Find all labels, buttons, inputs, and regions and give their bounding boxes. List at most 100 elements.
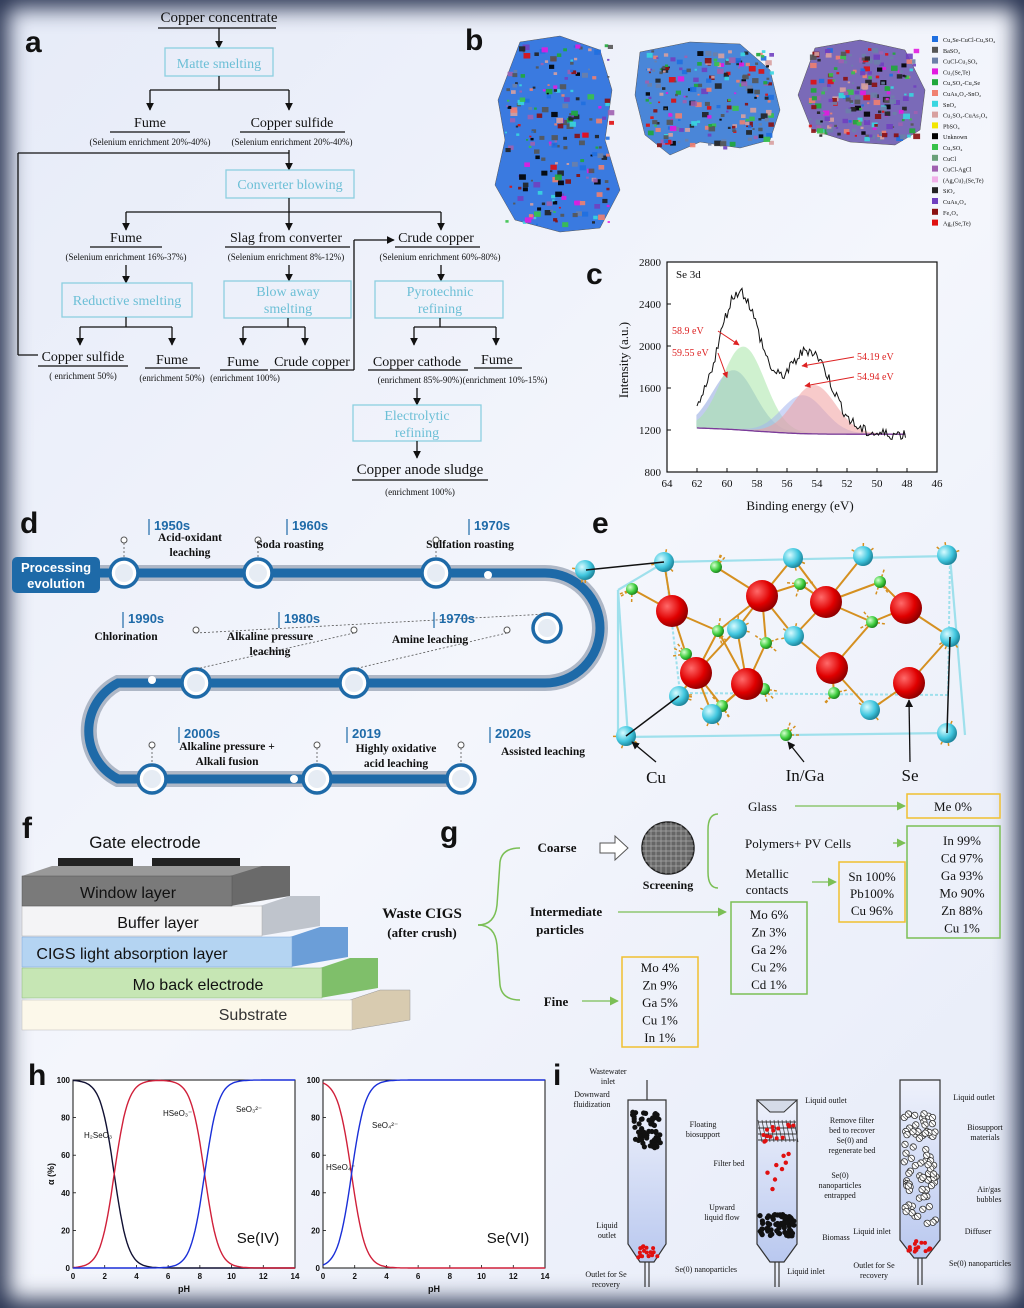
mineral-speckle [913, 133, 921, 140]
mineral-speckle [906, 59, 913, 64]
timeline-year: 1970s [474, 518, 510, 533]
timeline-node-inner [187, 674, 205, 692]
mineral-speckle [891, 95, 895, 99]
mineral-speckle [561, 193, 565, 196]
mineral-speckle [506, 88, 510, 92]
unit-cell-edge [616, 589, 630, 738]
mineral-speckle [544, 60, 549, 63]
biosupport-cross [931, 1171, 936, 1177]
mineral-speckle [892, 52, 896, 55]
se-nanoparticle [781, 1153, 786, 1159]
mineral-speckle [550, 164, 557, 170]
mineral-speckle [575, 72, 580, 76]
mineral-speckle [892, 111, 897, 115]
mineral-speckle [652, 120, 658, 125]
copper-sulfide-1-label: Copper sulfide [251, 116, 334, 131]
mineral-speckle [713, 58, 718, 62]
mineral-speckle [662, 65, 667, 70]
biosupport-bead [631, 1116, 637, 1122]
mineral-speckle [840, 55, 847, 60]
mineral-speckle [527, 114, 534, 120]
waste-cigs-label: Waste CIGS [382, 906, 462, 922]
mineral-speckle [592, 178, 598, 183]
mineral-speckle [598, 106, 602, 109]
mineral-speckle [876, 137, 882, 141]
mineral-speckle [559, 84, 567, 90]
mineral-speckle [652, 69, 656, 72]
mo-label: Mo back electrode [133, 977, 264, 994]
mineral-speckle [565, 179, 571, 184]
mineral-speckle [861, 104, 864, 107]
timeline-dot [290, 775, 298, 783]
mineral-speckle [856, 121, 862, 126]
mineral-speckle [597, 153, 604, 158]
label-cu: Cu [646, 768, 666, 787]
mineral-speckle [867, 71, 872, 75]
timeline-event-line2: Alkali fusion [196, 756, 260, 768]
biosupport-bead [632, 1136, 639, 1142]
mineral-speckle [884, 86, 891, 91]
mineral-speckle [747, 88, 754, 94]
spec-xtick-label: 8 [198, 1272, 203, 1281]
mineral-speckle [809, 126, 812, 129]
timeline-year: 1970s [439, 611, 475, 626]
mineral-speckle [561, 195, 567, 200]
metallic-label-2: contacts [746, 882, 789, 897]
mineral-speckle [829, 124, 833, 127]
mineral-speckle [573, 45, 577, 48]
mineral-speckle [818, 78, 825, 84]
percent-value: Mo 90% [939, 886, 984, 901]
mineral-speckle [823, 110, 830, 116]
xps-xtick-label: 56 [782, 478, 794, 490]
biosupport-cross [910, 1144, 916, 1150]
mineral-speckle [556, 53, 562, 57]
spec-series-line [72, 1079, 295, 1269]
mineral-speckle [851, 64, 854, 67]
converter-blowing-label: Converter blowing [237, 178, 342, 193]
xps-ytick-label: 2800 [639, 257, 662, 269]
pyrotechnic-label-2: refining [418, 302, 462, 317]
liquid-outlet-a-1: Liquid [596, 1221, 617, 1230]
mineral-speckle [664, 108, 667, 110]
mineral-speckle [728, 57, 736, 63]
mineral-speckle [651, 50, 655, 53]
anode-sludge-label: Copper anode sludge [357, 462, 484, 478]
mineral-speckle [879, 51, 884, 55]
se-nanoparticle [651, 1246, 656, 1251]
mineral-speckle [563, 48, 567, 52]
se-nanoparticle [648, 1250, 653, 1255]
mineral-speckle [745, 85, 753, 91]
mineral-speckle [682, 100, 687, 104]
mineral-speckle [546, 201, 553, 206]
mineral-speckle [893, 133, 899, 138]
series-label: SeO₄²⁻ [372, 1121, 398, 1130]
mineral-speckle [576, 211, 582, 216]
cu-pointer [631, 741, 657, 763]
mineral-speckle [752, 78, 759, 84]
mineral-speckle [838, 59, 844, 64]
biosupport-bead [657, 1132, 663, 1138]
panel-e-crystal: e Cu In/Ga Se [571, 507, 967, 787]
timeline-year: 1980s [284, 611, 320, 626]
mineral-speckle [810, 88, 817, 93]
mineral-speckle [575, 97, 580, 101]
mineral-speckle [537, 191, 543, 195]
mineral-speckle [663, 139, 669, 143]
mineral-speckle [870, 135, 876, 139]
mineral-speckle [574, 200, 581, 206]
mineral-speckle [602, 116, 607, 120]
legend-swatch [932, 100, 938, 107]
mineral-speckle [604, 98, 610, 103]
mineral-speckle [913, 111, 918, 114]
se-nanoparticle [771, 1128, 776, 1133]
biosupport-bead [636, 1129, 642, 1135]
mineral-speckle [817, 58, 821, 62]
biomass-particle [789, 1230, 796, 1236]
biosupport-cross [906, 1111, 911, 1117]
mineral-speckle [604, 180, 609, 183]
legend-label: CuAs₂O₄ [943, 199, 966, 206]
mineral-speckle [592, 76, 597, 80]
mineral-legend: Cu₂Se-CuCl-Cu₂SO₄BaSO₄CuCl-Cu₂SO₄Cu₂(Se,… [932, 36, 995, 228]
